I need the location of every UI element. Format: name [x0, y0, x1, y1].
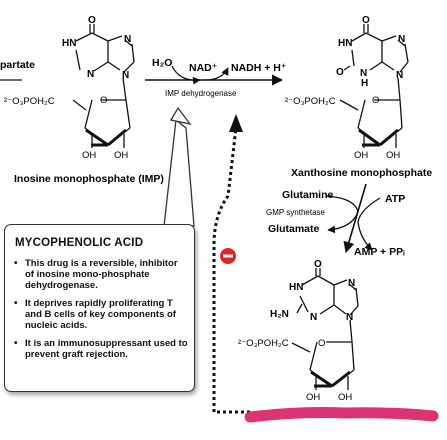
imp-n3-atom: N	[87, 69, 94, 80]
gmp-ring-o-atom: O	[318, 338, 325, 349]
imp-name: Inosine monophosphate (IMP)	[14, 173, 164, 185]
glutamate-label: Glutamate	[268, 223, 320, 235]
xmp-structure	[339, 24, 409, 148]
xmp-oh-3-label: OH	[386, 150, 400, 161]
gmp-oh-3-label: OH	[338, 392, 352, 403]
callout-bullet-2: It deprives rapidly proliferating T and …	[13, 298, 188, 331]
amp-ppi-label: AMP + PPᵢ	[354, 246, 405, 258]
gmp-oh-2-label: OH	[306, 392, 320, 403]
xmp-n9-atom: N	[396, 70, 403, 81]
xmp-o-top-atom: O	[362, 15, 370, 26]
imp-dehydrogenase-label: IMP dehydrogenase	[165, 89, 237, 98]
imp-hn-atom: HN	[62, 38, 76, 49]
imp-n9-atom: N	[122, 70, 129, 81]
water-inflow-curve	[171, 65, 201, 85]
aspartate-label: partate	[0, 59, 35, 71]
atp-label: ATP	[385, 193, 405, 205]
gmp-structure	[291, 268, 359, 390]
nad-label: NAD⁺	[189, 62, 217, 74]
atp-curve	[357, 197, 381, 251]
gmp-n7-atom: N	[348, 278, 355, 289]
inhibition-dotted-path	[212, 127, 250, 414]
imp-o-atom: O	[88, 15, 96, 26]
imp-oh-3-label: OH	[114, 150, 128, 161]
xmp-phosphate-group: ²⁻O₃POH₂C	[285, 96, 336, 107]
imp-ring-o-atom: O	[100, 95, 107, 106]
nad-curve-arrow	[204, 67, 229, 81]
gmp-synthetase-label: GMP synthetase	[266, 208, 326, 217]
minus-circle-icon	[220, 248, 236, 264]
callout-pointer-tip	[169, 106, 192, 125]
xmp-oh-2-label: OH	[354, 150, 368, 161]
callout-bullet-3: It is an immunosuppressant used to preve…	[13, 338, 188, 360]
xmp-name: Xanthosine monophosphate	[291, 167, 432, 179]
callout-title: MYCOPHENOLIC ACID	[15, 237, 144, 249]
callout-bullet-list: This drug is a reversible, inhibitor of …	[13, 258, 188, 360]
gmp-hn-atom: HN	[289, 282, 303, 293]
water-label: H₂O	[152, 57, 172, 69]
xmp-ring-o-atom: O	[372, 95, 379, 106]
gmp-phosphate-group: ²⁻O₃POH₂C	[238, 338, 289, 349]
callout-bullet-1: This drug is a reversible, inhibitor of …	[13, 258, 188, 291]
gmp-h2n-group: H₂N	[270, 309, 289, 320]
xmp-n7-atom: N	[398, 34, 405, 45]
gmp-n9-atom: N	[346, 312, 353, 323]
xmp-h-atom: H	[361, 78, 368, 89]
xmp-hn-atom: HN	[338, 38, 352, 49]
nadh-label: NADH + H⁺	[231, 62, 286, 74]
gmp-o-atom: O	[314, 259, 322, 270]
xmp-o-side-atom: O	[336, 67, 344, 78]
xmp-n3-atom: N	[360, 68, 367, 79]
imp-phosphate-group: ²⁻O₃POH₂C	[4, 96, 55, 107]
xmp-to-gmp-arrow	[343, 183, 367, 254]
imp-structure	[72, 24, 135, 148]
glutamine-label: Glutamine	[282, 189, 334, 201]
glutamine-curve	[325, 195, 359, 234]
inhibition-arrowhead	[229, 114, 243, 132]
imp-n7-atom: N	[124, 34, 131, 45]
imp-oh-2-label: OH	[82, 150, 96, 161]
callout-pointer	[163, 118, 195, 227]
mycophenolic-acid-callout: MYCOPHENOLIC ACID This drug is a reversi…	[4, 224, 195, 392]
gmp-n3-atom: N	[310, 312, 317, 323]
highlight-stroke	[244, 407, 439, 423]
